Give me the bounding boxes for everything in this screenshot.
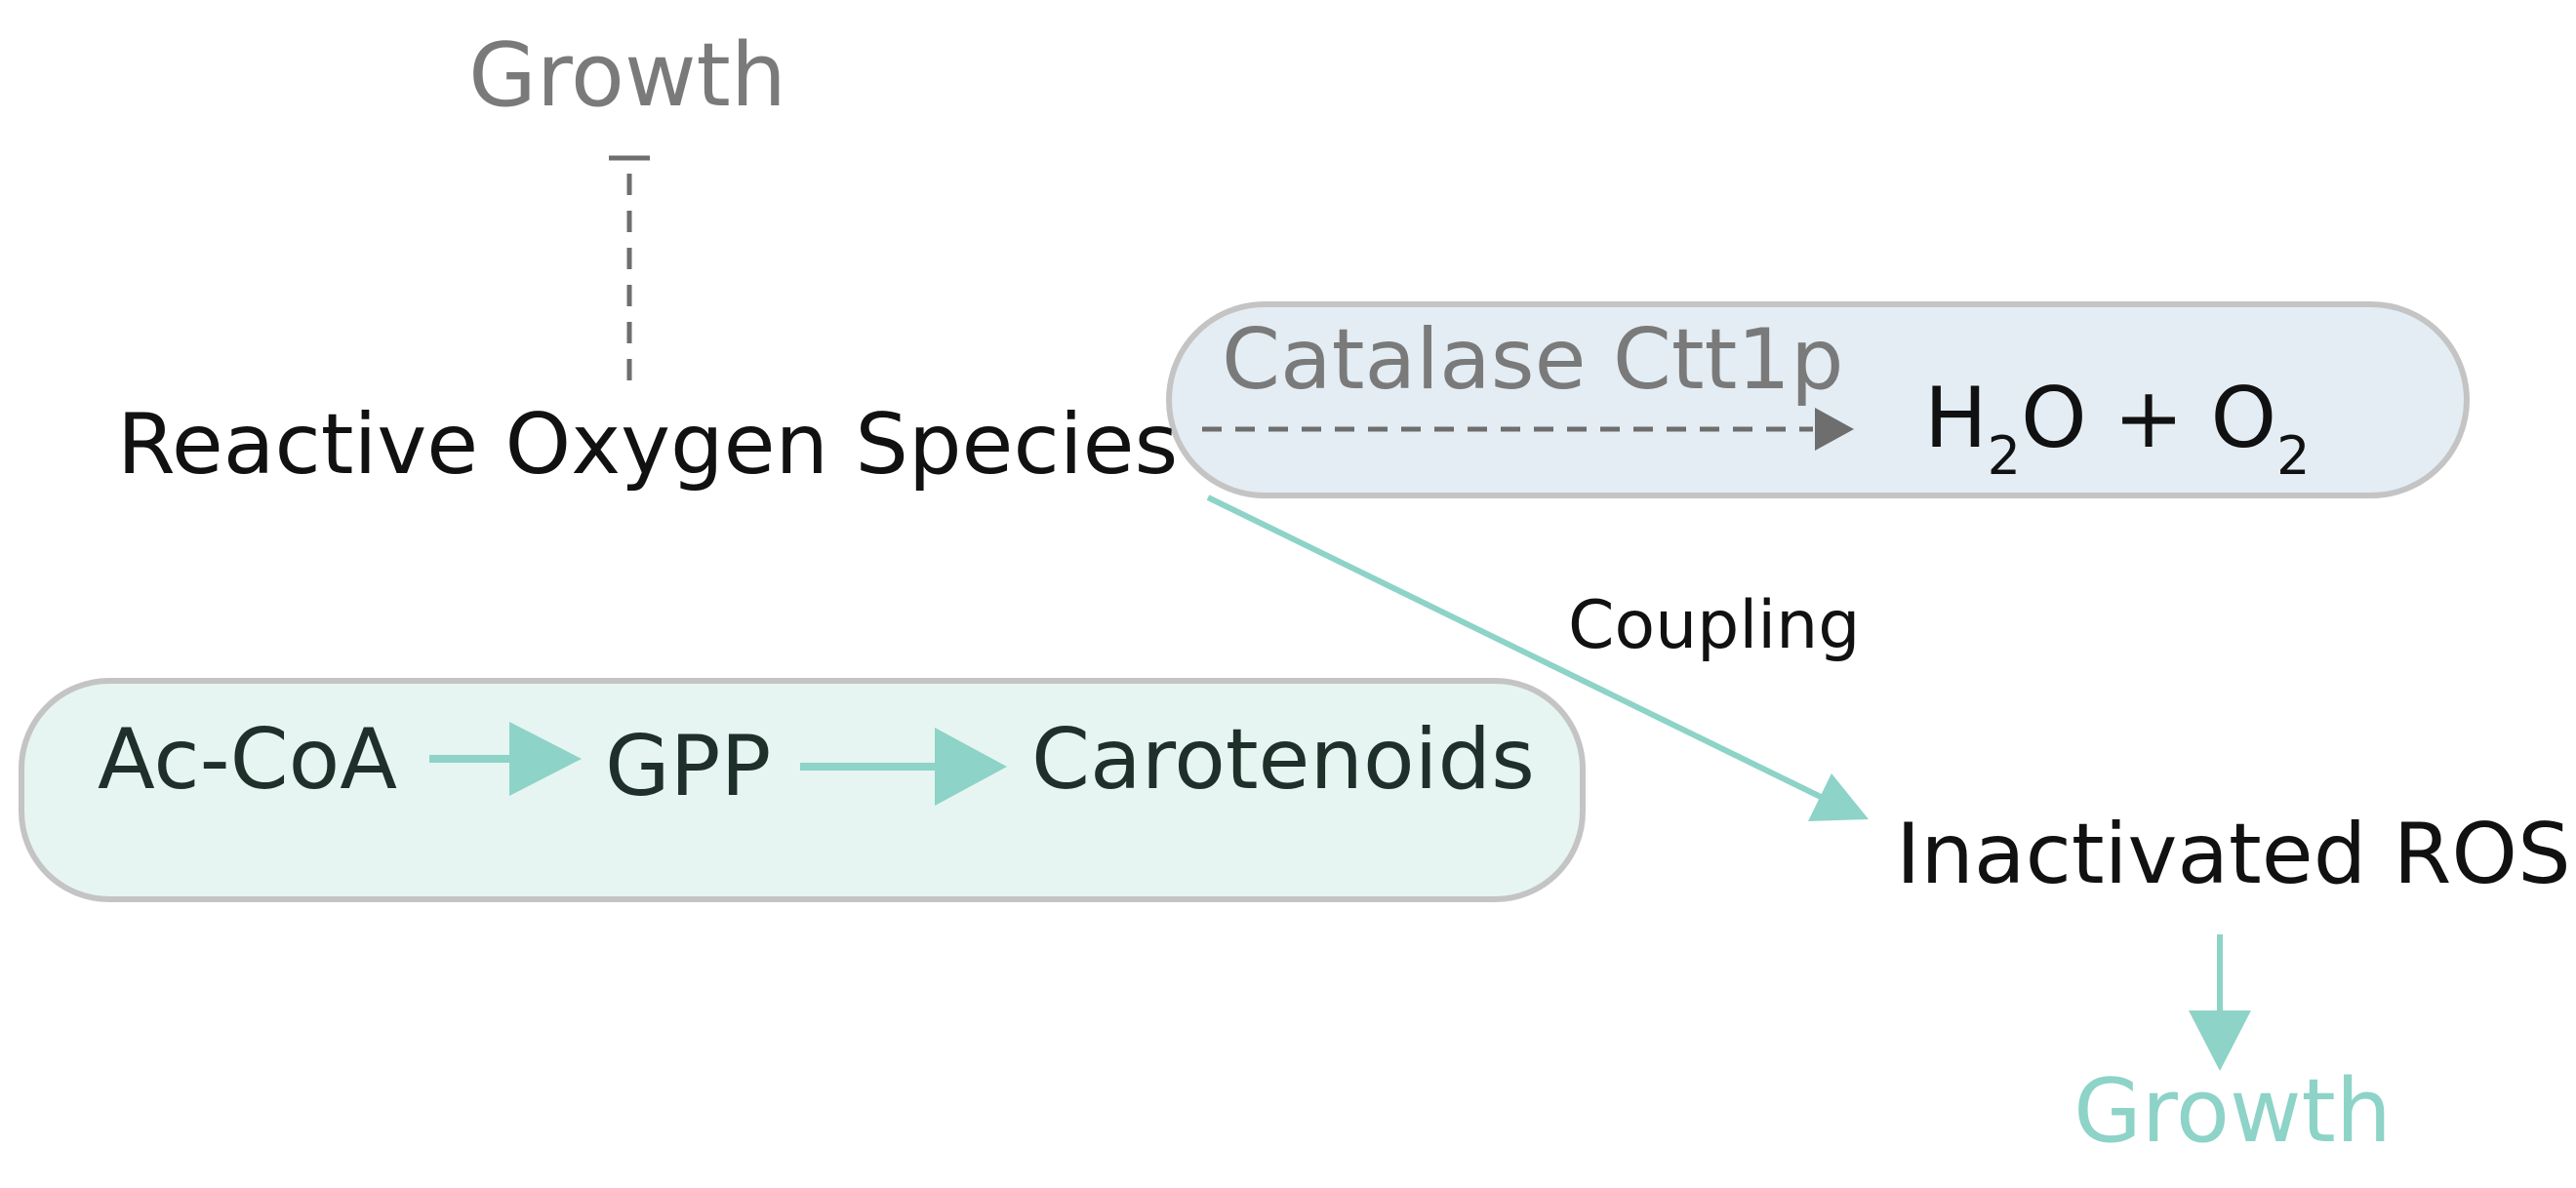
catalase-arrow-head — [1815, 408, 1854, 451]
water-plus-oxygen: O + O — [2021, 370, 2276, 467]
oxygen-subscript: 2 — [2276, 425, 2310, 487]
catalase-label: Catalase Ctt1p — [1222, 311, 1844, 409]
coupling-arrow-head — [1808, 773, 1869, 821]
coupling-arrow-line — [1206, 495, 1825, 801]
coupling-label: Coupling — [1568, 587, 1860, 664]
catalase-box — [1166, 301, 2470, 498]
water-subscript: 2 — [1988, 425, 2021, 487]
gpp-label: GPP — [605, 718, 771, 815]
inactivated-ros-label: Inactivated ROS — [1896, 806, 2571, 903]
acetyl-coa-to-gpp-head — [509, 722, 582, 796]
growth-bottom-label: Growth — [2073, 1060, 2392, 1163]
water-h: H — [1924, 370, 1988, 467]
ros-label: Reactive Oxygen Species — [117, 396, 1178, 494]
gpp-to-carotenoids-head — [935, 728, 1007, 806]
carotenoids-label: Carotenoids — [1031, 711, 1535, 809]
acetyl-coa-label: Ac-CoA — [98, 711, 397, 809]
growth-top-label: Growth — [468, 24, 786, 127]
water-oxygen-product: H2O + O2 — [1924, 370, 2311, 487]
carotenoid-pathway-box — [19, 678, 1586, 902]
inactivated-to-growth-head — [2189, 1010, 2251, 1071]
